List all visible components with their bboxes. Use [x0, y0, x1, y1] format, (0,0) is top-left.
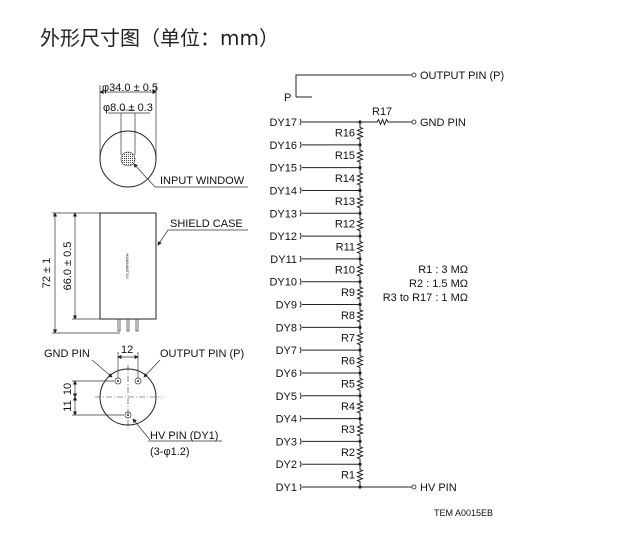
resistor-label: R4: [341, 401, 355, 413]
outer-diameter-label: φ34.0 ± 0.5: [102, 82, 158, 94]
resistor: [356, 122, 364, 145]
hv-pin-circuit-label: HV PIN: [420, 482, 457, 494]
r17-label: R17: [372, 106, 392, 118]
note-r1: R1 : 3 MΩ: [418, 264, 468, 276]
anode-label: P: [284, 92, 291, 104]
resistor-label: R3: [341, 424, 355, 436]
pins-side: [117, 318, 139, 332]
dim-11-label: 11: [62, 400, 74, 411]
dynode-label: DY3: [276, 436, 297, 448]
resistor-label: R1: [341, 470, 355, 482]
dynode-lead: [299, 301, 360, 308]
resistor: [356, 372, 364, 396]
resistor-label: R6: [341, 356, 355, 368]
dynode-label: DY2: [276, 459, 297, 471]
dynode-lead: [299, 460, 360, 468]
gnd-pin-circuit-label: GND PIN: [420, 117, 466, 129]
figure-code: TEM A0015EB: [434, 508, 493, 518]
resistor: [356, 258, 364, 282]
resistor: [356, 213, 364, 237]
dynode-lead: [299, 346, 360, 354]
dynode-label: DY10: [269, 277, 297, 289]
resistor-label: R11: [336, 241, 355, 253]
resistor-label: R7: [341, 333, 355, 345]
tube-face-circle: [99, 130, 157, 188]
resistor: [356, 350, 364, 373]
dynode-label: DY1: [276, 482, 297, 494]
total-height-label: 72 ± 1: [41, 258, 53, 289]
resistor-label: R5: [341, 378, 355, 390]
resistor-label: R12: [335, 219, 355, 231]
note-r2: R2 : 1.5 MΩ: [409, 278, 468, 290]
dynode-lead: [299, 141, 360, 149]
resistor-label: R15: [335, 150, 355, 162]
dynode-lead: [299, 164, 360, 171]
dynode-label: DY17: [269, 117, 297, 129]
dynode-lead: [299, 369, 360, 377]
dynode-lead: [299, 483, 360, 491]
resistor: [356, 236, 364, 259]
dynode-label: DY5: [276, 391, 297, 403]
dynode-label: DY8: [276, 322, 297, 334]
case-marking: HAMAMATSU: [125, 253, 130, 278]
input-window-icon: [120, 151, 136, 167]
resistor: [356, 281, 364, 305]
resistor: [356, 327, 364, 351]
dynode-lead: [299, 209, 360, 217]
resistor-label: R13: [335, 196, 355, 208]
dynode-lead: [299, 187, 360, 194]
dynode-label: DY13: [269, 208, 297, 220]
window-diameter-label: φ8.0 ± 0.3: [103, 102, 153, 114]
circuit-output-pin-label: OUTPUT PIN (P): [420, 70, 504, 82]
r17-resistor: [360, 118, 412, 126]
output-pin-label: OUTPUT PIN (P): [160, 348, 244, 360]
dynode-lead: [299, 415, 360, 422]
resistor-label: R10: [335, 264, 355, 276]
dynode-label: DY12: [269, 231, 297, 243]
dynode-lead: [299, 438, 360, 445]
resistor-label: R8: [341, 310, 355, 322]
dynode-lead: [299, 255, 360, 263]
page-title: 外形尺寸图（单位：mm）: [40, 26, 279, 50]
resistor-label: R9: [341, 287, 355, 299]
body-height-label: 66.0 ± 0.5: [62, 242, 74, 291]
resistor-label: R16: [335, 127, 355, 139]
dynode-label: DY14: [269, 185, 297, 197]
input-window-label: INPUT WINDOW: [160, 175, 245, 187]
dynode-label: DY15: [269, 163, 297, 175]
resistor-label: R14: [335, 173, 355, 185]
side-view: HAMAMATSU 72 ± 1 66.0 ± 0.5 SHIELD CASE: [41, 212, 248, 334]
shield-case-label: SHIELD CASE: [170, 218, 243, 230]
gnd-pin-label: GND PIN: [44, 348, 90, 360]
resistor: [356, 304, 364, 328]
resistor: [356, 395, 364, 419]
dynode-label: DY7: [276, 345, 297, 357]
dynode-lead: [299, 392, 360, 400]
resistor: [356, 167, 364, 191]
resistor-label: R2: [341, 447, 355, 459]
top-view: φ34.0 ± 0.5 φ8.0 ± 0.3 INPUT WINDOW: [99, 82, 248, 188]
resistor: [356, 190, 364, 214]
dynode-lead: [299, 118, 360, 126]
dynode-lead: [299, 232, 360, 240]
bottom-view: 12 10 11 GND PIN OUTPUT PIN (P) HV PIN (…: [44, 344, 244, 458]
dynode-label: DY11: [270, 254, 297, 266]
resistor: [356, 144, 364, 168]
divider-circuit: OUTPUT PIN (P) P R17 GND PIN HV PIN R1 :…: [269, 70, 504, 494]
resistor: [356, 441, 364, 465]
dynode-label: DY6: [276, 368, 297, 380]
pin-spacing-label: 12: [121, 344, 133, 356]
resistor: [356, 464, 364, 487]
dim-10-label: 10: [62, 383, 74, 395]
note-r3-r17: R3 to R17 : 1 MΩ: [383, 292, 468, 304]
hv-pin-label: HV PIN (DY1): [150, 430, 218, 442]
dynode-label: DY9: [276, 300, 297, 312]
resistor: [356, 418, 364, 442]
dynode-lead: [299, 324, 360, 331]
dynode-label: DY16: [269, 140, 297, 152]
dynode-label: DY4: [276, 414, 297, 426]
dynode-lead: [299, 278, 360, 285]
pin-diameter-label: (3-φ1.2): [150, 446, 190, 458]
